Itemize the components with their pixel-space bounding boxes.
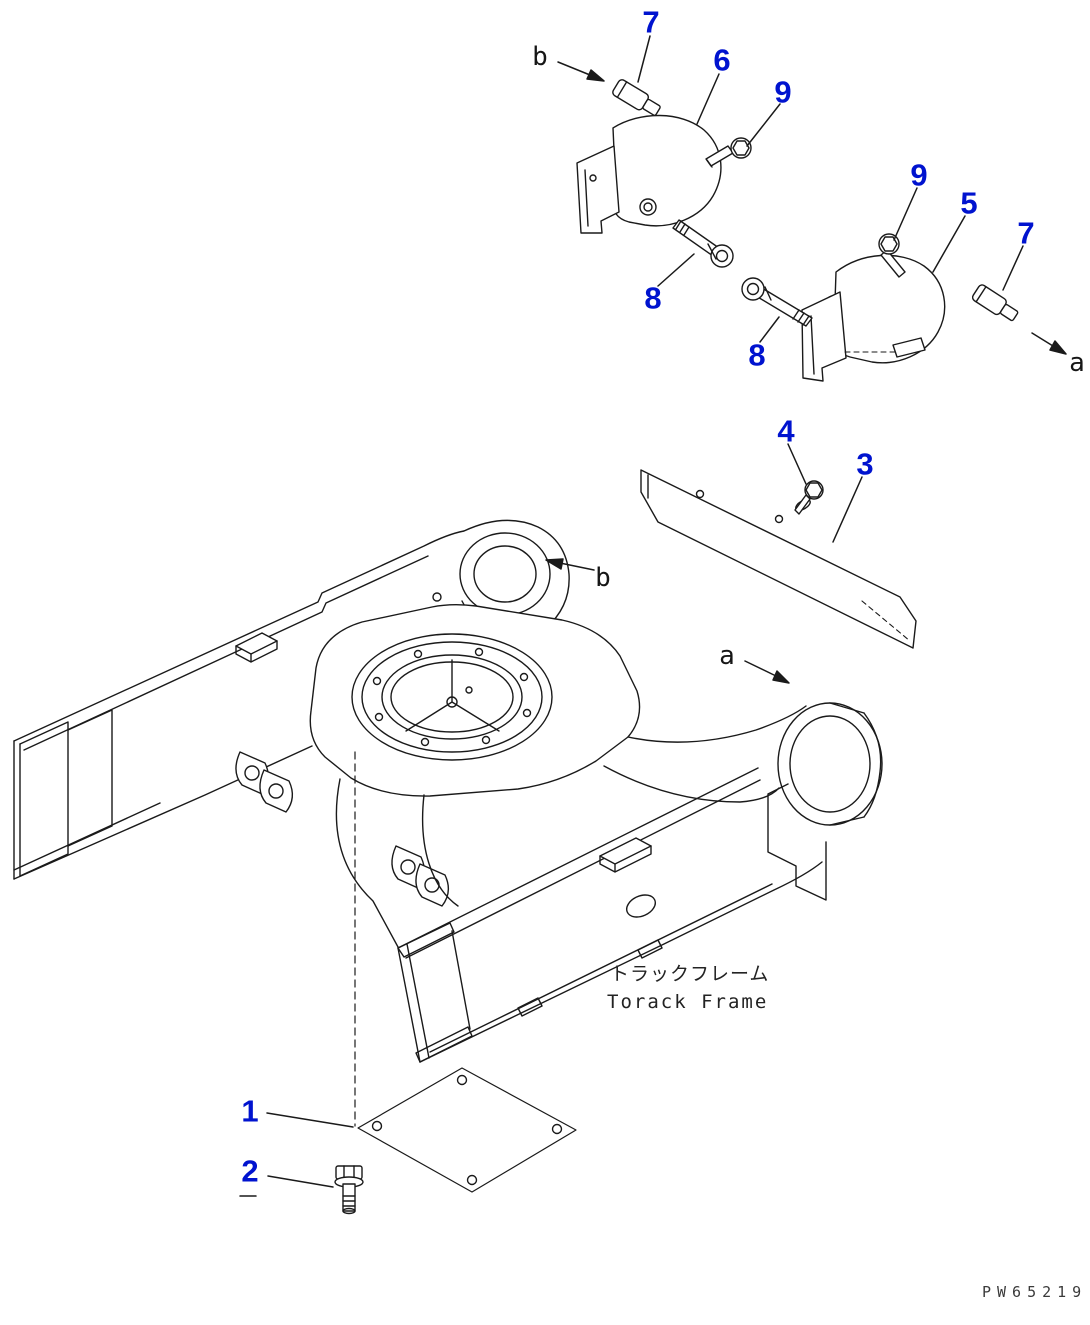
cover-6 (576, 114, 722, 234)
callout-9-right: 9 (910, 157, 928, 193)
callout-1: 1 (241, 1093, 259, 1129)
cover-5 (801, 254, 946, 382)
callout-5: 5 (960, 185, 978, 221)
callout-6: 6 (713, 42, 731, 78)
bottom-plate-1 (357, 1067, 577, 1193)
direction-label-b-mid: b (595, 563, 611, 593)
leader-lines (239, 35, 1024, 1197)
callout-8-left: 8 (644, 280, 662, 316)
callout-9-top: 9 (774, 74, 792, 110)
direction-label-b-top: b (532, 42, 548, 72)
callout-7-right: 7 (1017, 215, 1035, 251)
pin-7-top (612, 79, 661, 116)
callout-4: 4 (777, 413, 795, 449)
direction-label-a-mid: a (719, 641, 735, 671)
bolt-8-right (741, 277, 813, 327)
cover-plate-3 (640, 469, 917, 649)
bolt-4 (794, 480, 824, 515)
direction-label-a-right: a (1069, 348, 1085, 378)
part-code: PW65219 (982, 1283, 1088, 1301)
direction-arrows (545, 61, 1067, 684)
pin-7-right (971, 284, 1019, 322)
track-frame-drawing (13, 519, 883, 1127)
caption-english: Torack Frame (607, 991, 769, 1013)
bolt-9-top (705, 137, 752, 168)
callout-8-right: 8 (748, 337, 766, 373)
callout-2: 2 (241, 1153, 259, 1189)
callout-7-top: 7 (642, 4, 660, 40)
callout-3: 3 (856, 446, 874, 482)
bolt-8-left (672, 219, 734, 268)
bolt-2 (334, 1165, 364, 1215)
caption-japanese: トラックフレーム (610, 963, 770, 985)
